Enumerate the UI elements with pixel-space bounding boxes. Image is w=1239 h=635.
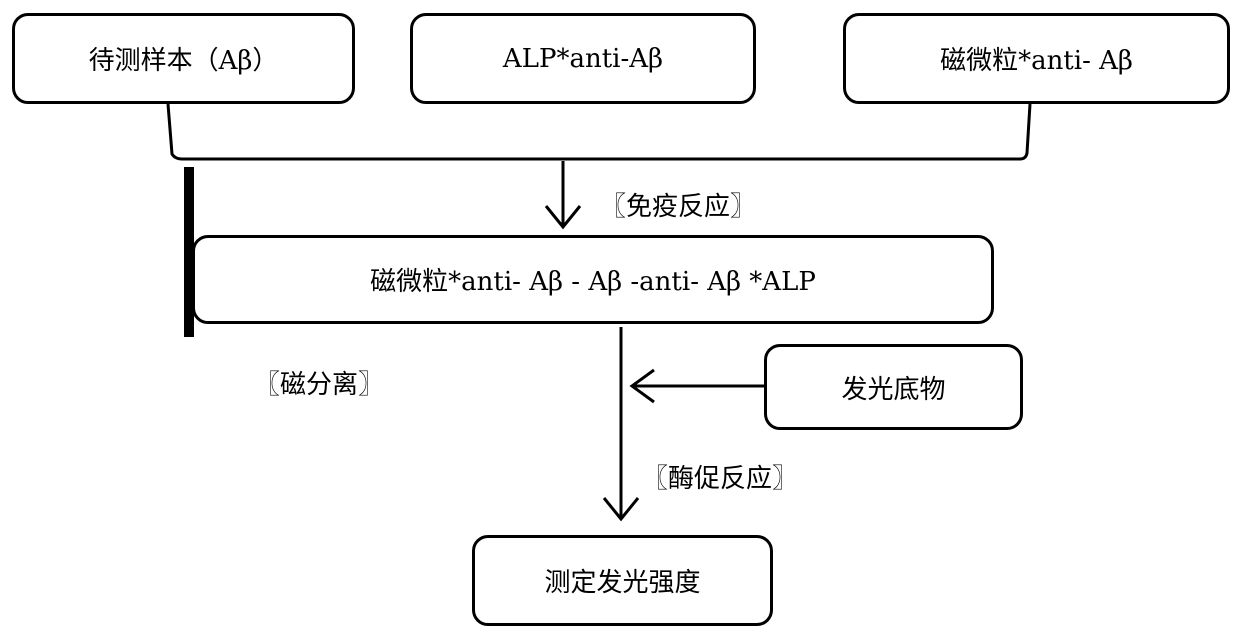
sample-box: 待测样本（Aβ） [12, 13, 355, 104]
magnetic-separation-label: 〖磁分离〗 [254, 364, 384, 401]
complex-box: 磁微粒*anti- Aβ - Aβ -anti- Aβ *ALP [192, 235, 994, 324]
alp-antibody-box: ALP*anti-Aβ [410, 13, 756, 104]
magnetic-antibody-label: 磁微粒*anti- Aβ [940, 40, 1133, 77]
immune-reaction-label: 〖免疫反应〗 [600, 186, 756, 223]
substrate-label: 发光底物 [841, 369, 945, 406]
result-label: 测定发光强度 [544, 562, 700, 599]
alp-antibody-label: ALP*anti-Aβ [503, 44, 663, 74]
result-box: 测定发光强度 [472, 535, 773, 626]
magnetic-antibody-box: 磁微粒*anti- Aβ [843, 13, 1230, 104]
input-merge-bracket [168, 104, 1030, 159]
sample-label: 待测样本（Aβ） [89, 40, 279, 77]
substrate-box: 发光底物 [764, 344, 1023, 430]
complex-label: 磁微粒*anti- Aβ - Aβ -anti- Aβ *ALP [370, 261, 816, 298]
enzyme-reaction-label: 〖酶促反应〗 [642, 458, 798, 495]
